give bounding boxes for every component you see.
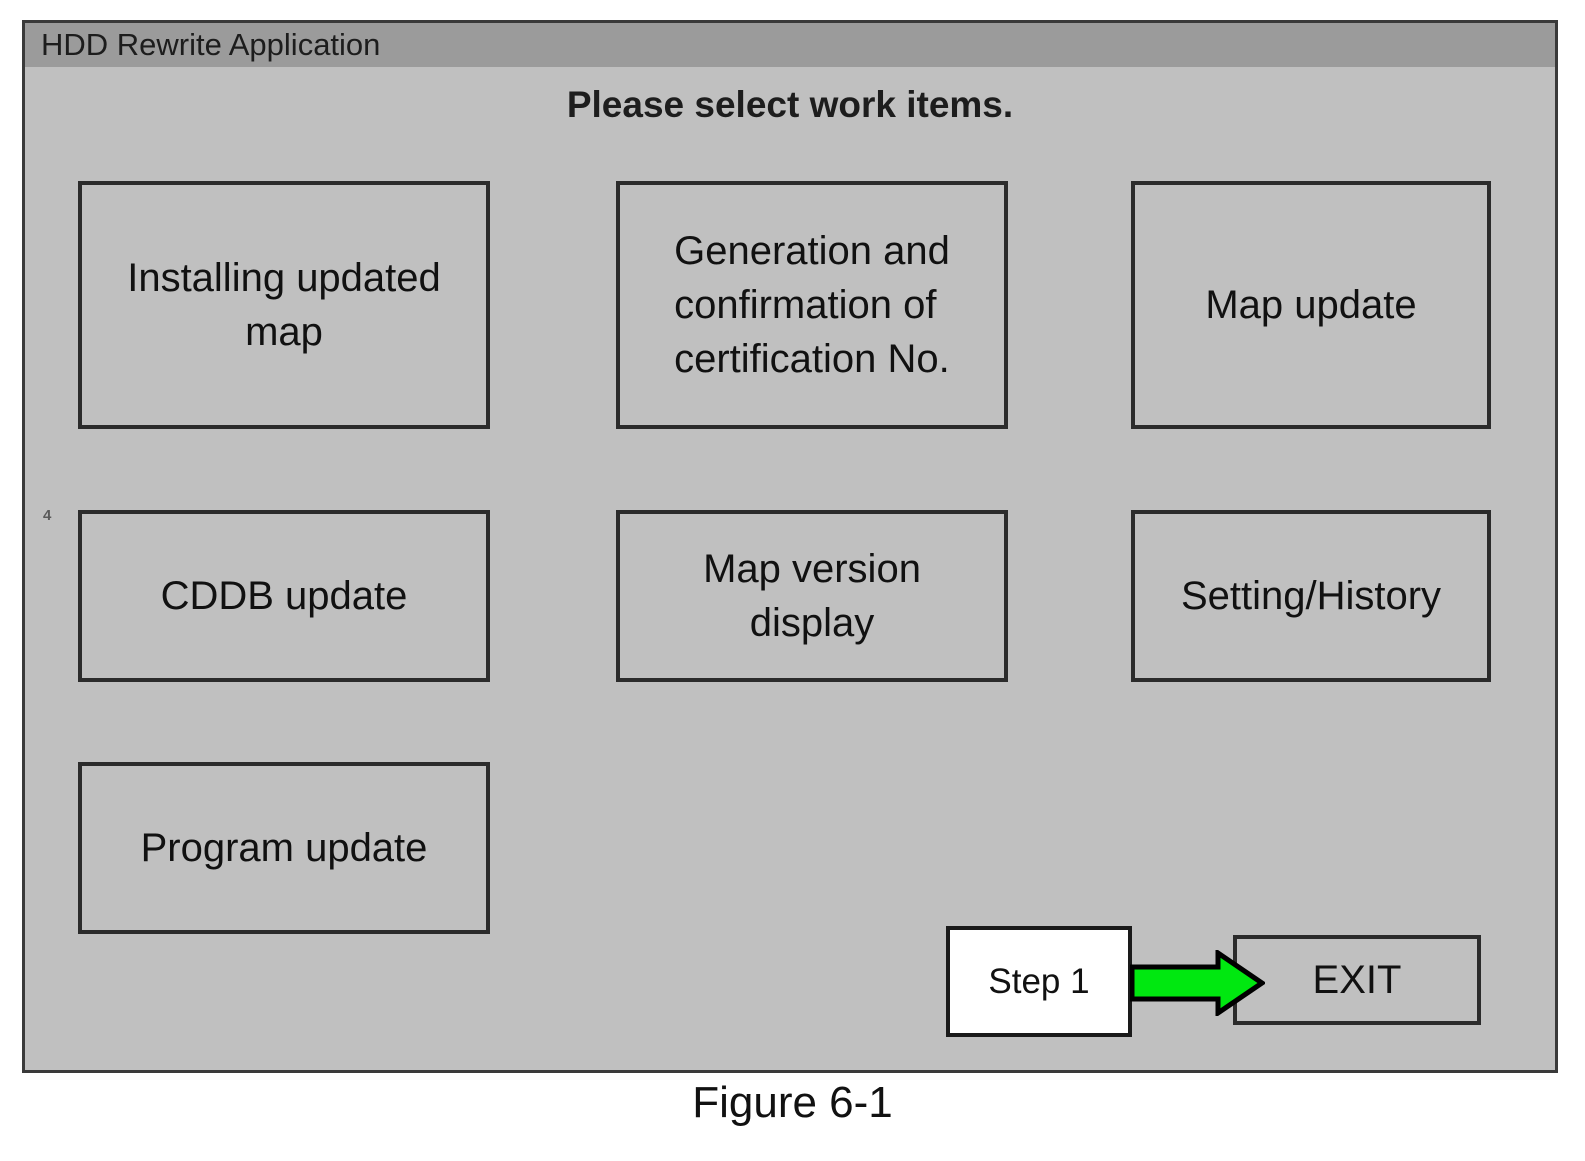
button-label: Map version display: [703, 547, 921, 645]
figure-caption: Figure 6-1: [692, 1078, 893, 1127]
window-title-bar: HDD Rewrite Application: [25, 23, 1555, 67]
button-installing-updated-map[interactable]: Installing updated map: [78, 181, 490, 429]
button-generation-and-confirmation-of-certification-no[interactable]: Generation and confirmation of certifica…: [616, 181, 1008, 429]
button-label: CDDB update: [160, 574, 408, 618]
button-exit[interactable]: EXIT: [1233, 935, 1481, 1025]
button-label: Setting/History: [1180, 574, 1442, 618]
button-program-update[interactable]: Program update: [78, 762, 490, 934]
page-side-marker: 4: [43, 507, 52, 524]
hdd-rewrite-application-window: HDD Rewrite Application Please select wo…: [22, 20, 1558, 1073]
button-label: EXIT: [1312, 957, 1402, 1002]
step-indicator-label: Step 1: [988, 961, 1090, 1001]
button-label: Program update: [140, 826, 428, 870]
button-label: Map update: [1205, 283, 1417, 327]
step-indicator-box: Step 1: [946, 926, 1132, 1037]
button-label: Installing updated map: [127, 256, 441, 354]
right-arrow-icon: [1130, 950, 1265, 1016]
instruction-heading: Please select work items.: [566, 84, 1014, 125]
button-cddb-update[interactable]: CDDB update: [78, 510, 490, 682]
button-map-version-display[interactable]: Map version display: [616, 510, 1008, 682]
window-body: Please select work items. 4 Installing u…: [25, 67, 1555, 1070]
button-map-update[interactable]: Map update: [1131, 181, 1491, 429]
button-setting-history[interactable]: Setting/History: [1131, 510, 1491, 682]
button-label: Generation and confirmation of certifica…: [674, 229, 950, 381]
window-title: HDD Rewrite Application: [41, 27, 381, 62]
